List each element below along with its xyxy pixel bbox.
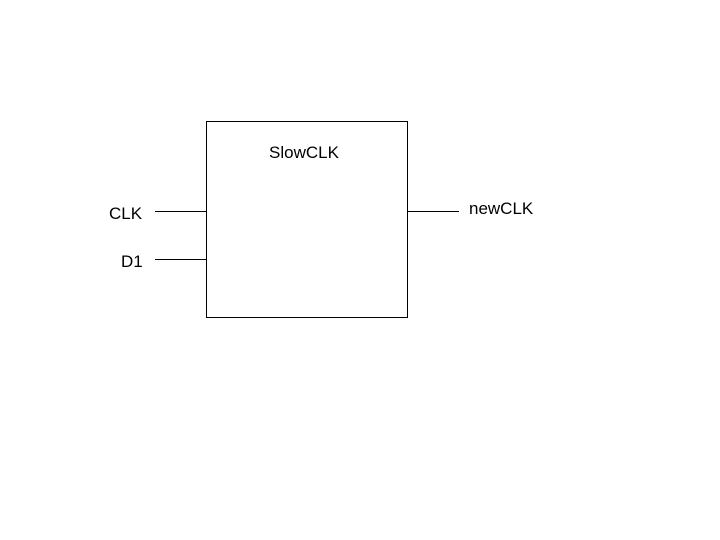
output-label-newclk: newCLK <box>469 199 534 218</box>
slowclk-block <box>206 121 408 318</box>
input-label-d1: D1 <box>121 252 143 271</box>
input-label-clk: CLK <box>109 204 143 223</box>
block-title: SlowCLK <box>269 143 339 162</box>
